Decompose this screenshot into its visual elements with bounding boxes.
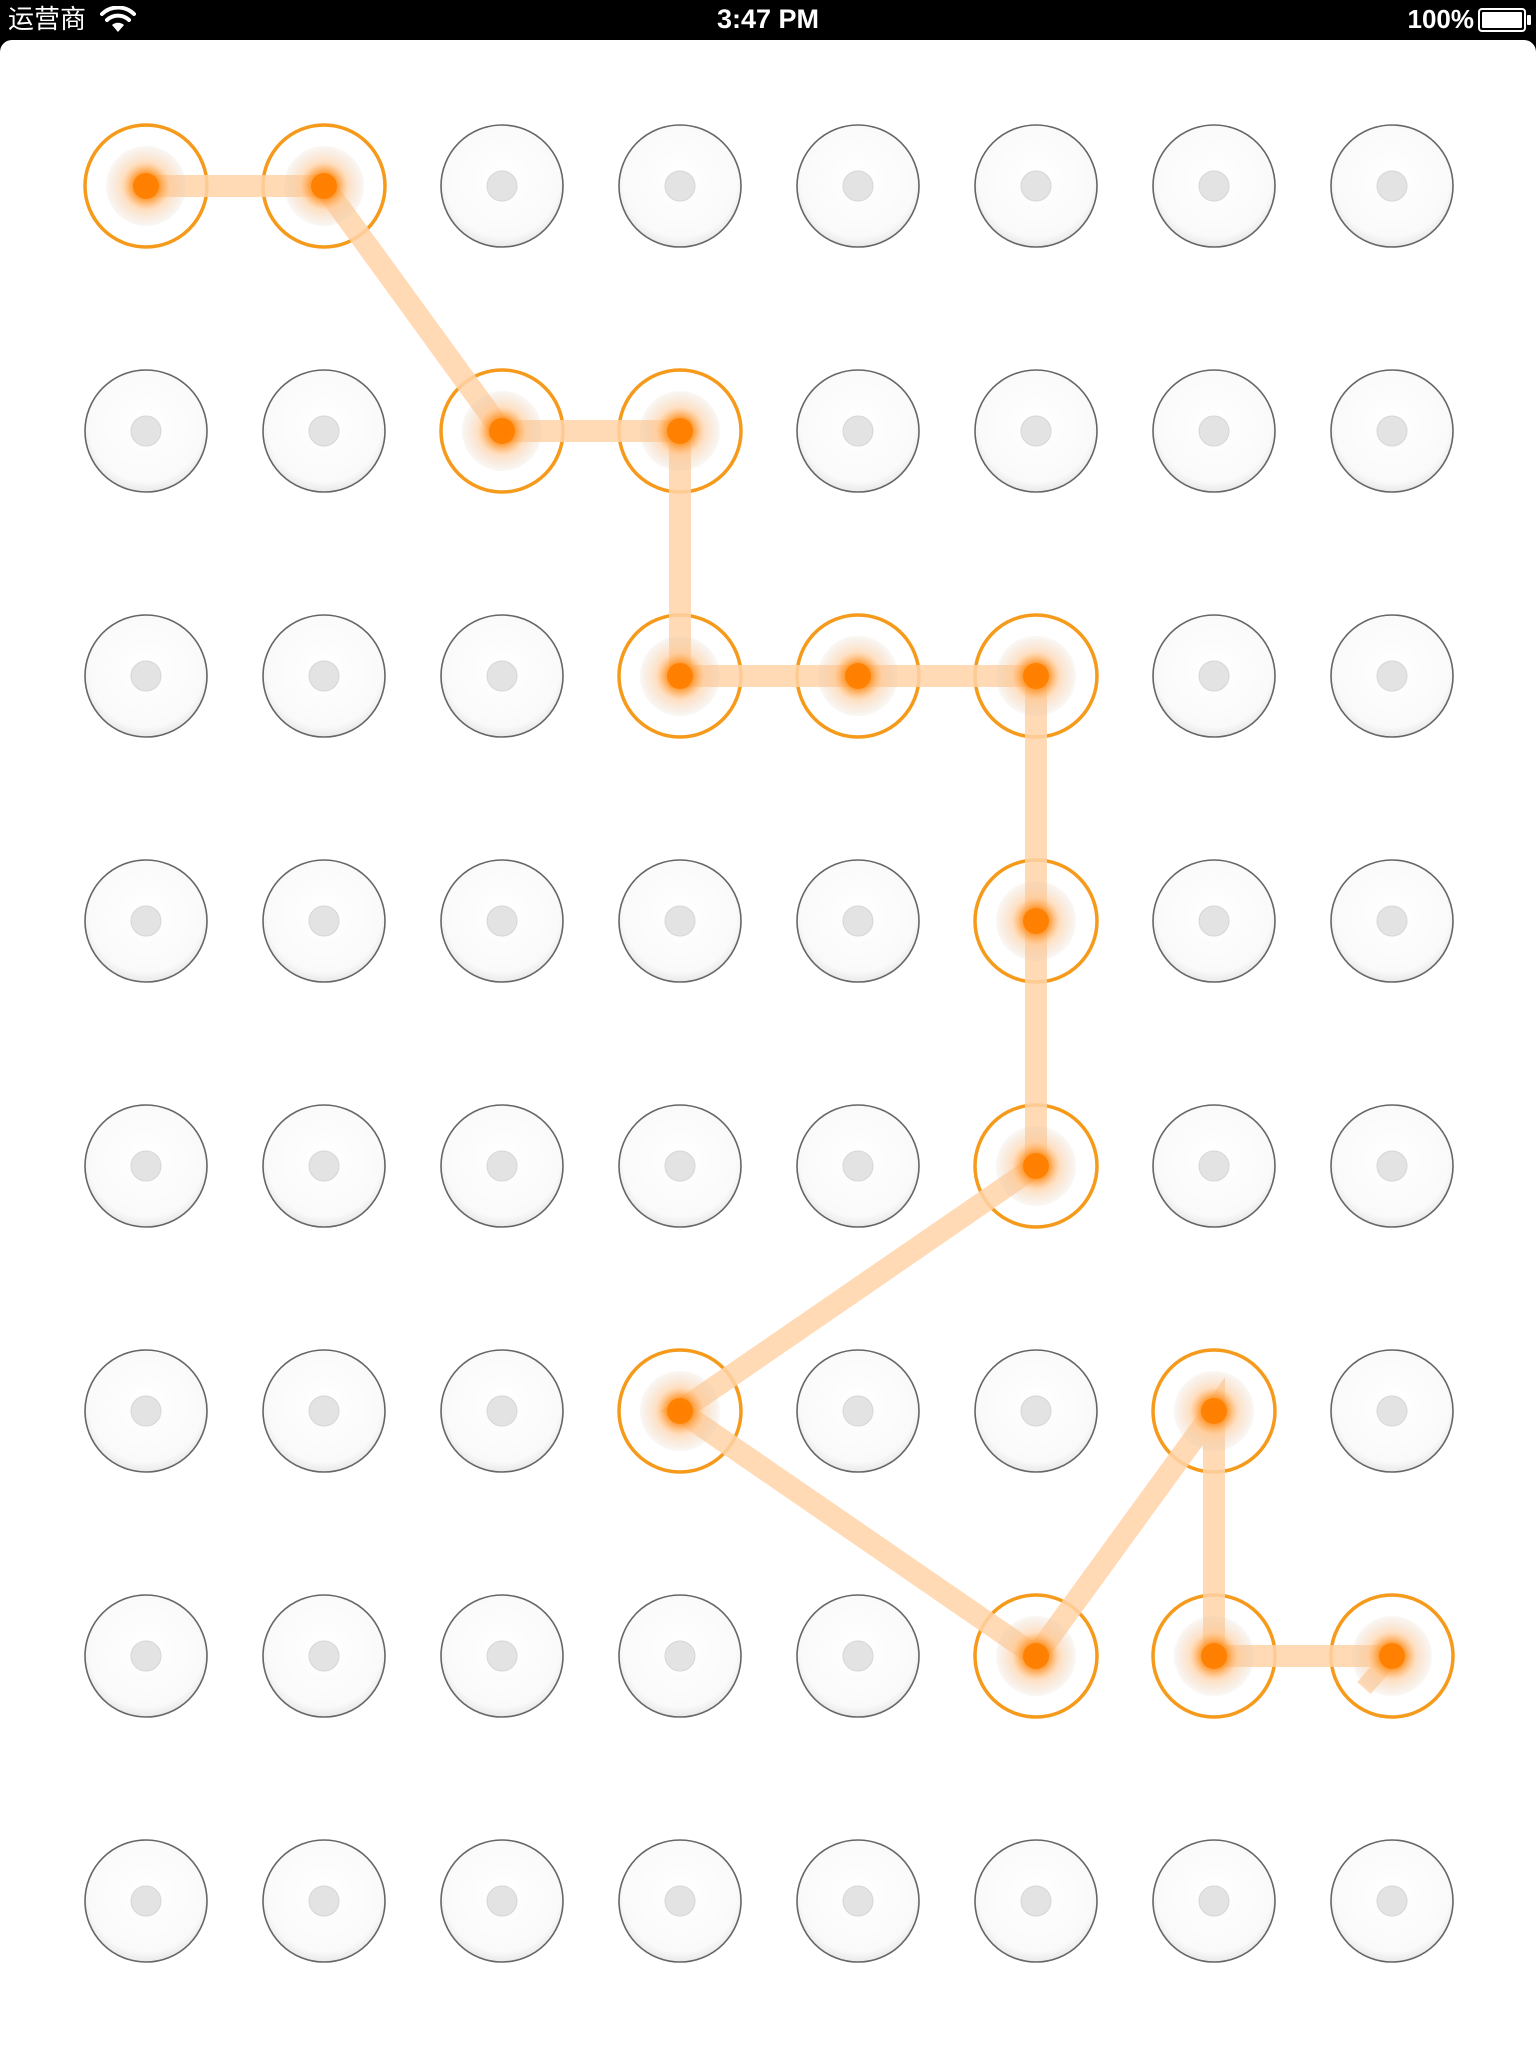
pattern-node[interactable] [796,1104,920,1228]
pattern-node[interactable] [1330,614,1454,738]
selected-node-glow [106,146,186,226]
pattern-node[interactable] [84,1104,208,1228]
pattern-node[interactable] [618,1104,742,1228]
pattern-node[interactable] [440,1104,564,1228]
pattern-node[interactable] [974,1349,1098,1473]
pattern-node[interactable] [796,859,920,983]
pattern-node[interactable] [440,124,564,248]
pattern-node[interactable] [1152,859,1276,983]
pattern-node[interactable] [262,1839,386,1963]
battery-percent: 100% [1407,4,1475,34]
pattern-node[interactable] [440,614,564,738]
pattern-node[interactable] [796,1594,920,1718]
pattern-node[interactable] [262,1349,386,1473]
pattern-node[interactable] [618,1594,742,1718]
pattern-lock-screen [0,40,1536,2048]
selected-node-glow [996,1616,1076,1696]
pattern-node[interactable] [796,369,920,493]
pattern-lock-grid[interactable] [0,40,1536,2048]
pattern-node[interactable] [262,369,386,493]
pattern-node[interactable] [974,124,1098,248]
selected-node-glow [640,391,720,471]
selected-node-glow [284,146,364,226]
battery-icon [1478,8,1532,32]
pattern-node[interactable] [1330,124,1454,248]
pattern-node[interactable] [1152,614,1276,738]
selected-node-glow [1174,1616,1254,1696]
status-bar: 运营商 3:47 PM 100% [0,0,1536,40]
pattern-node[interactable] [1152,1104,1276,1228]
pattern-node[interactable] [440,1349,564,1473]
wifi-icon [100,5,136,34]
pattern-node[interactable] [84,1349,208,1473]
carrier-label: 运营商 [8,5,87,35]
pattern-node[interactable] [440,1839,564,1963]
selected-node-glow [996,636,1076,716]
selected-node-glow [640,1371,720,1451]
selected-node-glow [996,881,1076,961]
pattern-node[interactable] [84,859,208,983]
pattern-node[interactable] [84,1839,208,1963]
pattern-node[interactable] [1330,859,1454,983]
selected-node-glow [1174,1371,1254,1451]
pattern-node[interactable] [440,859,564,983]
pattern-node[interactable] [1330,369,1454,493]
pattern-node[interactable] [1330,1839,1454,1963]
pattern-node[interactable] [1330,1104,1454,1228]
pattern-node[interactable] [796,124,920,248]
pattern-node[interactable] [1152,1839,1276,1963]
pattern-node[interactable] [440,1594,564,1718]
selected-node-glow [1352,1616,1432,1696]
pattern-node[interactable] [618,859,742,983]
selected-node-glow [640,636,720,716]
pattern-node[interactable] [84,369,208,493]
pattern-node[interactable] [796,1349,920,1473]
status-time: 3:47 PM [716,4,820,34]
pattern-node[interactable] [618,124,742,248]
pattern-node[interactable] [262,859,386,983]
pattern-node[interactable] [974,1839,1098,1963]
pattern-node[interactable] [262,1104,386,1228]
pattern-node[interactable] [974,369,1098,493]
pattern-node[interactable] [618,1839,742,1963]
selected-node-glow [996,1126,1076,1206]
pattern-node[interactable] [84,614,208,738]
pattern-node[interactable] [1152,369,1276,493]
pattern-node[interactable] [1152,124,1276,248]
selected-node-glow [818,636,898,716]
pattern-node[interactable] [1330,1349,1454,1473]
pattern-node[interactable] [262,1594,386,1718]
pattern-node[interactable] [796,1839,920,1963]
pattern-node[interactable] [262,614,386,738]
selected-node-glow [462,391,542,471]
pattern-node[interactable] [84,1594,208,1718]
